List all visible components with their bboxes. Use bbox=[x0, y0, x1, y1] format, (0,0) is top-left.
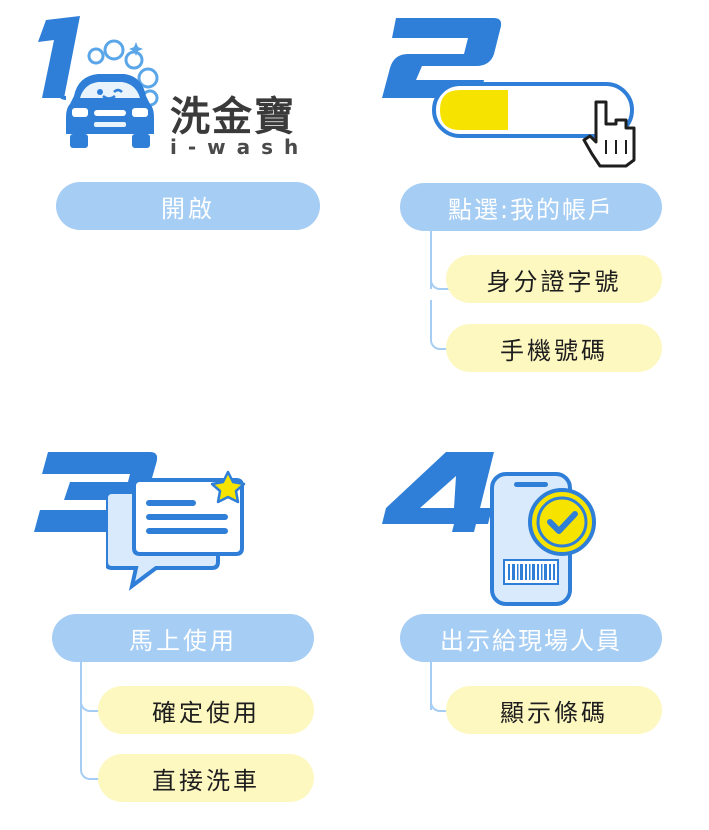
step-2-tree-line bbox=[430, 231, 432, 289]
step-4-branch-1 bbox=[430, 690, 456, 712]
chat-message-star-icon bbox=[106, 470, 246, 591]
step-number-2-icon bbox=[382, 18, 502, 98]
step-2-option-id-number: 身分證字號 bbox=[446, 255, 662, 303]
step-3-branch-1 bbox=[80, 690, 106, 712]
step-2-branch-2 bbox=[430, 300, 456, 350]
step-4-tree-line bbox=[430, 662, 432, 710]
car-mascot-logo-icon bbox=[58, 39, 159, 148]
step-number-4-icon bbox=[382, 452, 494, 532]
step-3-tree-line bbox=[80, 662, 82, 710]
step-2-branch-1 bbox=[430, 262, 456, 290]
step-number-1-icon bbox=[38, 16, 80, 98]
login-button-hand-cursor-icon bbox=[432, 82, 636, 168]
step-3-action-pill: 馬上使用 bbox=[52, 614, 314, 662]
step-4-option-show-barcode: 顯示條碼 bbox=[446, 686, 662, 734]
step-1-action-pill: 開啟 bbox=[56, 182, 320, 230]
step-2-option-phone-number: 手機號碼 bbox=[446, 324, 662, 372]
brand-name-zh: 洗金寶 bbox=[170, 94, 296, 140]
step-3-option-confirm-use: 確定使用 bbox=[98, 686, 314, 734]
brand-name-en: i-wash bbox=[170, 135, 310, 159]
step-4-action-pill: 出示給現場人員 bbox=[400, 614, 662, 662]
step-3-branch-2 bbox=[80, 710, 106, 780]
phone-barcode-check-icon bbox=[490, 472, 596, 606]
step-3-option-direct-wash: 直接洗車 bbox=[98, 754, 314, 802]
step-2-action-pill: 點選:我的帳戶 bbox=[400, 183, 662, 231]
